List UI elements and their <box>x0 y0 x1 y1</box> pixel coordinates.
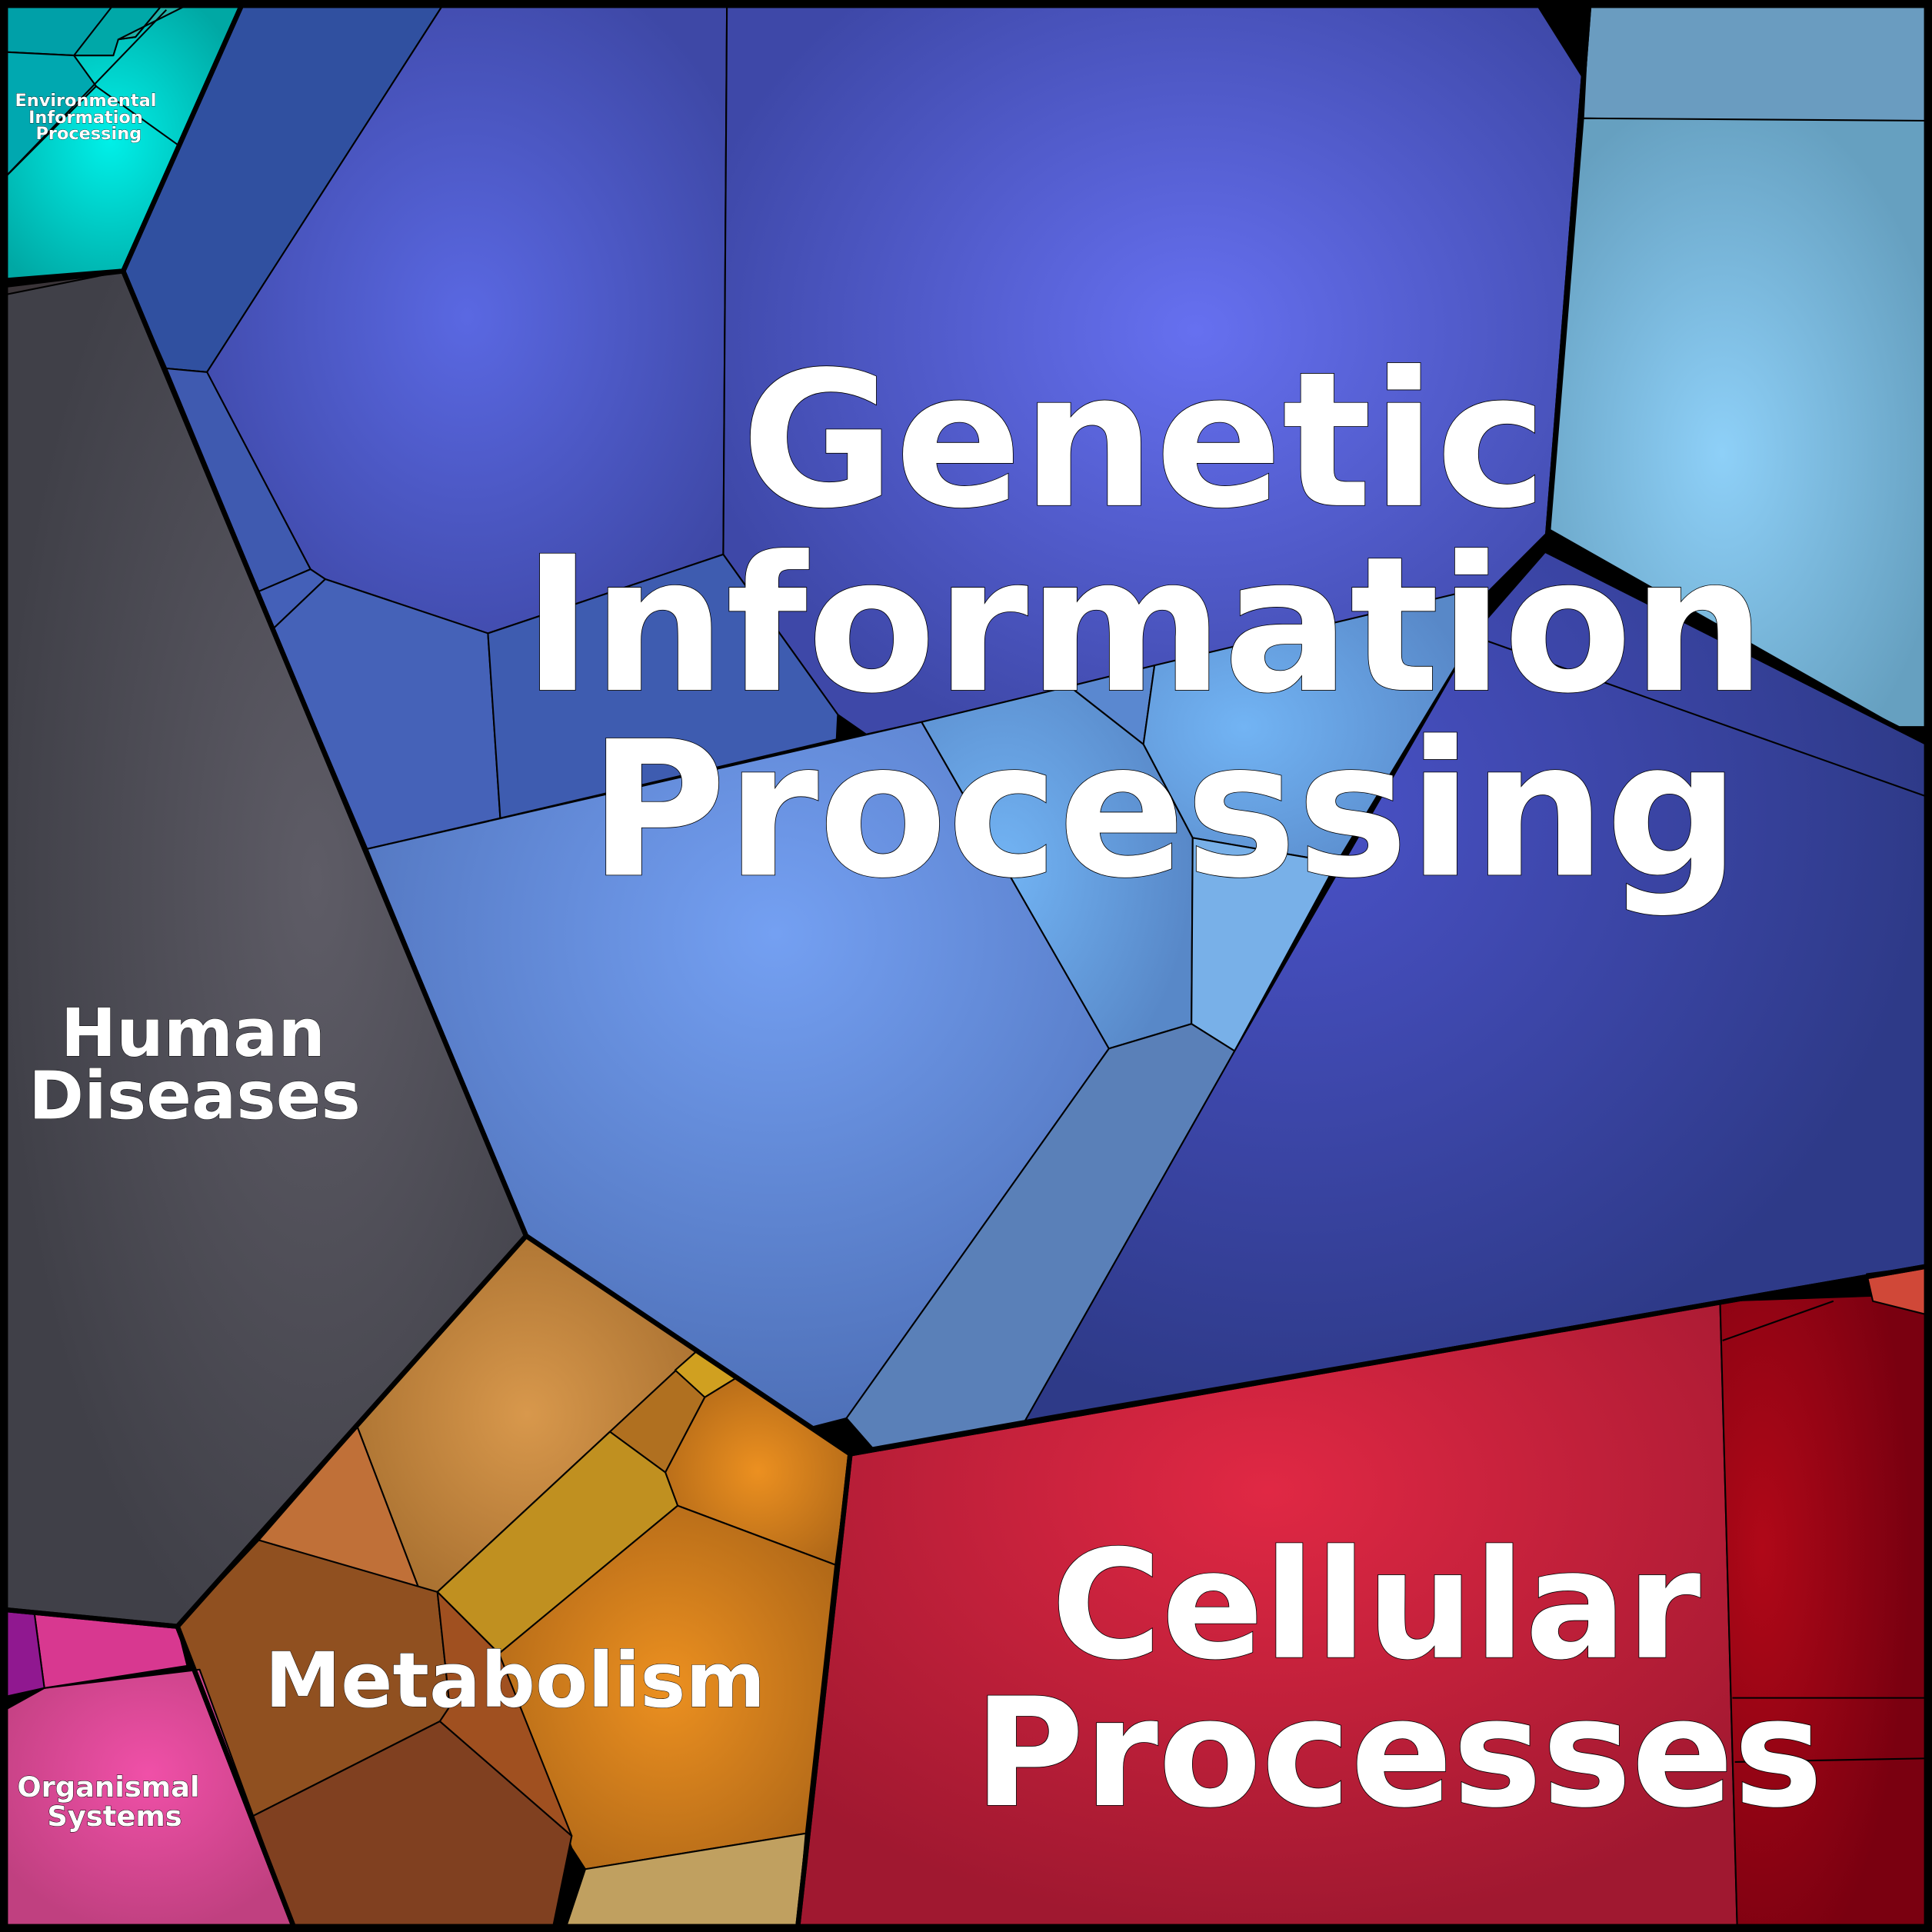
label-line: Cellular <box>1051 1519 1700 1694</box>
label-line: Organismal <box>17 1770 199 1804</box>
label-line: Genetic <box>741 332 1547 550</box>
cells-cellular-processes <box>796 1264 1932 1932</box>
label-genetic-information-processing: Genetic Information Processing <box>523 332 1831 920</box>
label-organismal-systems: Organismal Systems <box>17 1770 209 1833</box>
label-line: Processing <box>589 701 1740 919</box>
label-line: Environmental <box>15 91 156 111</box>
label-line: Processes <box>974 1667 1823 1841</box>
label-human-diseases: Human Diseases <box>28 995 361 1135</box>
label-line: Human <box>61 995 325 1072</box>
label-cellular-processes: Cellular Processes <box>974 1519 1823 1841</box>
cells-genetic-information-processing <box>122 0 1932 1449</box>
label-line: Systems <box>47 1800 182 1833</box>
label-metabolism: Metabolism <box>265 1637 765 1725</box>
label-line: Information <box>523 517 1766 734</box>
label-line: Metabolism <box>265 1637 765 1725</box>
label-environmental-information-processing: Environmental Information Processing <box>15 91 162 144</box>
cells-metabolism <box>176 1234 851 1932</box>
label-line: Information <box>28 108 143 128</box>
label-line: Diseases <box>28 1058 361 1135</box>
cells-environmental-information-processing <box>0 0 245 282</box>
label-line: Processing <box>36 124 142 144</box>
